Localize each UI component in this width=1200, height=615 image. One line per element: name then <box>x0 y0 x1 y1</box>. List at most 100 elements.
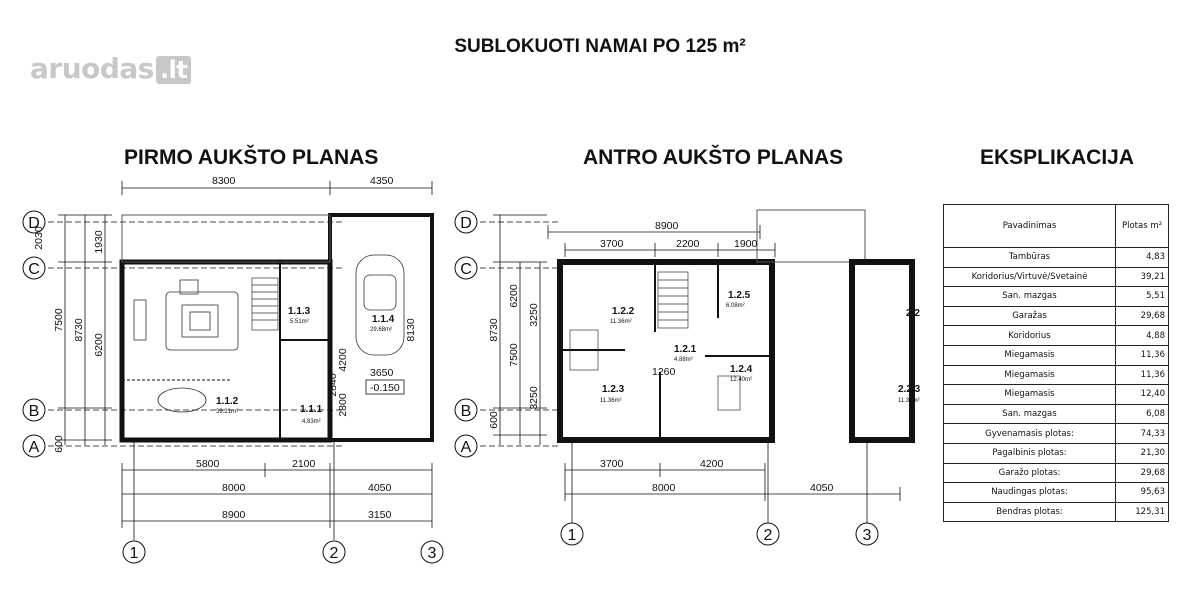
grid-col-2-marker: 2 <box>322 540 346 564</box>
dim-label: 8730 <box>73 318 85 342</box>
table-row: Pagalbinis plotas:21,30 <box>943 442 1169 464</box>
grid-row-d-marker: D <box>22 210 46 234</box>
table-cell-name: Miegamasis <box>943 384 1116 405</box>
dim-label: 8900 <box>222 509 246 521</box>
dim-label: 1900 <box>734 238 758 250</box>
grid-col-2b: 2 <box>764 527 773 544</box>
table-cell-name: Miegamasis <box>943 344 1116 366</box>
room-label: 2.2.3 <box>898 384 921 395</box>
table-cell-area: 12,40 <box>1115 384 1169 405</box>
dim-label: 8730 <box>488 318 500 342</box>
grid-row-c2-marker: C <box>454 256 478 280</box>
logo: aruodas.lt <box>30 52 192 85</box>
table-row: Garažo plotas:29,68 <box>943 462 1169 484</box>
dim-label: 2800 <box>337 393 349 417</box>
table-header-name: Pavadinimas <box>943 204 1116 248</box>
dim-label: 1930 <box>93 230 105 254</box>
car-icon <box>355 254 405 356</box>
table-cell-area: 11,36 <box>1115 344 1169 366</box>
grid-row-a: A <box>29 439 40 456</box>
grid-row-b2: B <box>461 403 472 420</box>
room-label: 2.2 <box>906 308 920 319</box>
room-area: 11.36m² <box>600 398 622 404</box>
room-label: 1.1.3 <box>288 306 311 317</box>
dim-label: 5800 <box>196 458 220 470</box>
grid-row-a2: A <box>461 439 472 456</box>
dim-label: 3150 <box>368 509 392 521</box>
page-title: SUBLOKUOTI NAMAI PO 125 m² <box>454 36 746 57</box>
second-floor-title: ANTRO AUKŠTO PLANAS <box>583 146 844 169</box>
grid-row-a2-marker: A <box>454 434 478 458</box>
table-row: Gyvenamasis plotas:74,33 <box>943 423 1169 444</box>
table-cell-name: Koridorius/Virtuvė/Svetainė <box>943 266 1116 288</box>
table-cell-area: 29,68 <box>1115 305 1169 327</box>
dim-label: 3700 <box>600 458 624 470</box>
grid-col-1: 1 <box>130 545 139 562</box>
grid-col-3b: 3 <box>863 527 872 544</box>
dim-label: 2030 <box>33 226 45 250</box>
dim-label: 2840 <box>327 373 339 397</box>
room-label: 1.2.5 <box>728 290 751 301</box>
first-floor-plan: 1.1.3 5.51m² 1.1.4 29.68m² 1.1.2 39.21m²… <box>119 213 434 443</box>
dimension-lines <box>48 181 901 540</box>
table-cell-area: 74,33 <box>1115 423 1169 444</box>
room-label: 1.1.1 <box>300 404 323 415</box>
room-area: 39.21m² <box>216 409 238 415</box>
dim-label: 3700 <box>600 238 624 250</box>
room-area: 12.40m² <box>730 377 752 383</box>
table-cell-name: Gyvenamasis plotas: <box>943 423 1116 444</box>
table-cell-area: 11,36 <box>1115 364 1169 386</box>
dim-label: 3250 <box>528 303 540 327</box>
dim-label: 8130 <box>405 318 417 342</box>
neighbor-unit-wall <box>849 259 915 443</box>
dim-label: 2100 <box>292 458 316 470</box>
living-furniture <box>133 279 239 413</box>
dim-label: 8300 <box>212 175 236 187</box>
dim-label: 1260 <box>652 366 676 378</box>
room-label: 1.1.2 <box>216 396 239 407</box>
table-cell-name: Pagalbinis plotas: <box>943 442 1116 464</box>
room-label: 1.2.3 <box>602 384 625 395</box>
explication-title: EKSPLIKACIJA <box>980 146 1135 169</box>
dim-label: 7500 <box>53 308 65 332</box>
grid-row-a-marker: A <box>22 434 46 458</box>
table-cell-area: 95,63 <box>1115 482 1169 503</box>
stairs <box>569 271 741 411</box>
dim-label: 3650 <box>370 367 394 379</box>
table-cell-name: Bendras plotas: <box>943 501 1116 523</box>
dim-label: 4350 <box>370 175 394 187</box>
table-cell-area: 5,51 <box>1115 286 1169 307</box>
second-floor-plan: 1.2.2 11.36m² 1.2.5 6.08m² 1.2.1 4.88m² … <box>557 209 921 443</box>
dim-label: 7500 <box>508 343 520 367</box>
garage-wall <box>328 213 434 442</box>
grid-row-d2-marker: D <box>454 210 478 234</box>
dim-label: 8000 <box>222 482 246 494</box>
table-header-row: Pavadinimas Plotas m² <box>943 204 1169 248</box>
dim-label: 8000 <box>652 482 676 494</box>
table-cell-area: 21,30 <box>1115 442 1169 464</box>
table-cell-name: Naudingas plotas: <box>943 482 1116 503</box>
grid-row-b2-marker: B <box>454 398 478 422</box>
table-row: Bendras plotas:125,31 <box>943 501 1169 523</box>
table-cell-name: Miegamasis <box>943 364 1116 386</box>
grid-row-b-marker: B <box>22 398 46 422</box>
first-floor-terrace <box>121 214 331 263</box>
table-cell-area: 29,68 <box>1115 462 1169 484</box>
dim-label: 6200 <box>508 284 520 308</box>
table-header-area: Plotas m² <box>1115 204 1169 248</box>
grid-col-3-marker: 3 <box>420 540 444 564</box>
table-cell-name: Koridorius <box>943 325 1116 346</box>
grid-row-d2: D <box>460 215 472 232</box>
grid-row-c-marker: C <box>22 256 46 280</box>
logo-tld: .lt <box>155 56 192 84</box>
table-cell-name: San. mazgas <box>943 286 1116 307</box>
grid-col-3b-marker: 3 <box>855 522 879 546</box>
table-row: Naudingas plotas:95,63 <box>943 482 1169 503</box>
